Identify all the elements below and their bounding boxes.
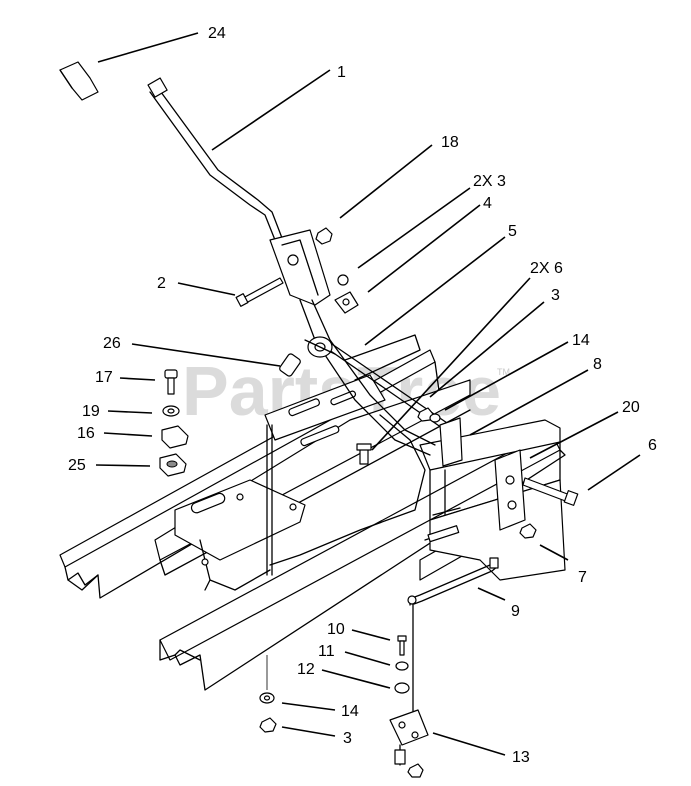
nut-3-lower: [259, 717, 277, 733]
washer-11: [395, 661, 409, 671]
callout-24: 24: [208, 25, 226, 42]
bolt-2: [235, 277, 284, 307]
callout-19: 19: [82, 403, 100, 420]
bolt-17: [164, 369, 178, 395]
callout-7: 7: [578, 569, 587, 586]
leader-lines: [95, 32, 641, 756]
callout-20: 20: [622, 399, 640, 416]
washer-14-upper: [429, 413, 441, 423]
callout-10: 10: [327, 621, 345, 638]
nut-3-upper: [337, 274, 349, 286]
callout-17: 17: [95, 369, 113, 386]
callout-18: 18: [441, 134, 459, 151]
nut-18: [315, 227, 333, 245]
watermark-trademark: TM: [497, 367, 510, 377]
bolt-2x6: [356, 443, 372, 465]
callout-1: 1: [337, 64, 346, 81]
washer-14-lower: [259, 692, 275, 704]
handle-grip: [59, 61, 99, 101]
clip-16: [161, 425, 189, 449]
callout-11: 11: [318, 643, 335, 660]
lift-bracket: [389, 709, 429, 778]
callout-labels: 24 1 18 2X 3 4 5 2 2X 6 3 14 26 8 17 20 …: [68, 25, 657, 766]
handle-bracket: [269, 229, 436, 456]
callout-9: 9: [511, 603, 520, 620]
callout-2x3: 2X 3: [473, 173, 506, 190]
callout-6: 6: [648, 437, 657, 454]
frame-channel-right: [419, 419, 566, 581]
lift-handle: [147, 77, 283, 241]
cable-clamp: [334, 291, 359, 314]
bracket-20: [439, 417, 526, 531]
callout-26: 26: [103, 335, 121, 352]
washer-12: [394, 682, 410, 694]
washer-19: [162, 405, 180, 417]
callout-3-upper: 3: [551, 287, 560, 304]
callout-5: 5: [508, 223, 517, 240]
callout-16: 16: [77, 425, 95, 442]
nut-7: [519, 523, 537, 539]
callout-25: 25: [68, 457, 86, 474]
bolt-10: [397, 635, 407, 656]
callout-14-upper: 14: [572, 332, 590, 349]
pivot-bushing: [279, 336, 336, 377]
nut-25: [159, 453, 187, 477]
pivot-plate: [344, 334, 421, 381]
callout-12: 12: [297, 661, 315, 678]
callout-2x6: 2X 6: [530, 260, 563, 277]
linkage-rod: [407, 557, 499, 741]
callout-3-lower: 3: [343, 730, 352, 747]
callout-14-lower: 14: [341, 703, 359, 720]
callout-2: 2: [157, 275, 166, 292]
cable: [269, 414, 426, 566]
callout-13: 13: [512, 749, 530, 766]
callout-4: 4: [483, 195, 492, 212]
callout-8: 8: [593, 356, 602, 373]
bolt-6: [522, 477, 579, 506]
